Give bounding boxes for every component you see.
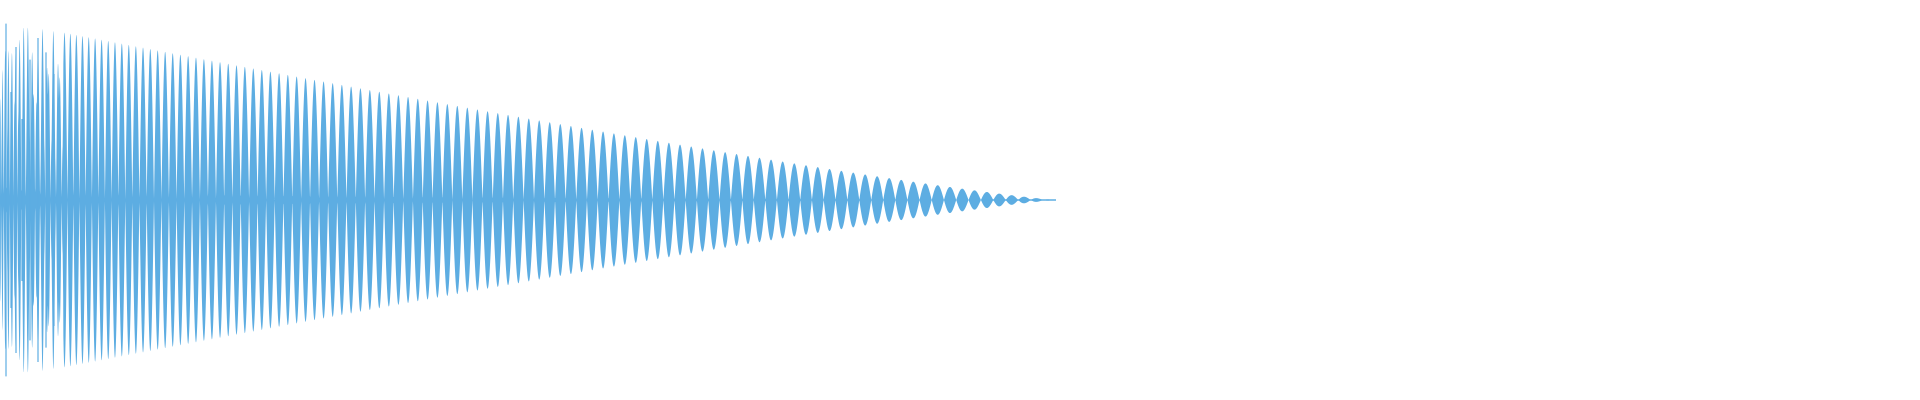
waveform-path [0,27,1056,373]
waveform-shape-group [0,23,1056,377]
